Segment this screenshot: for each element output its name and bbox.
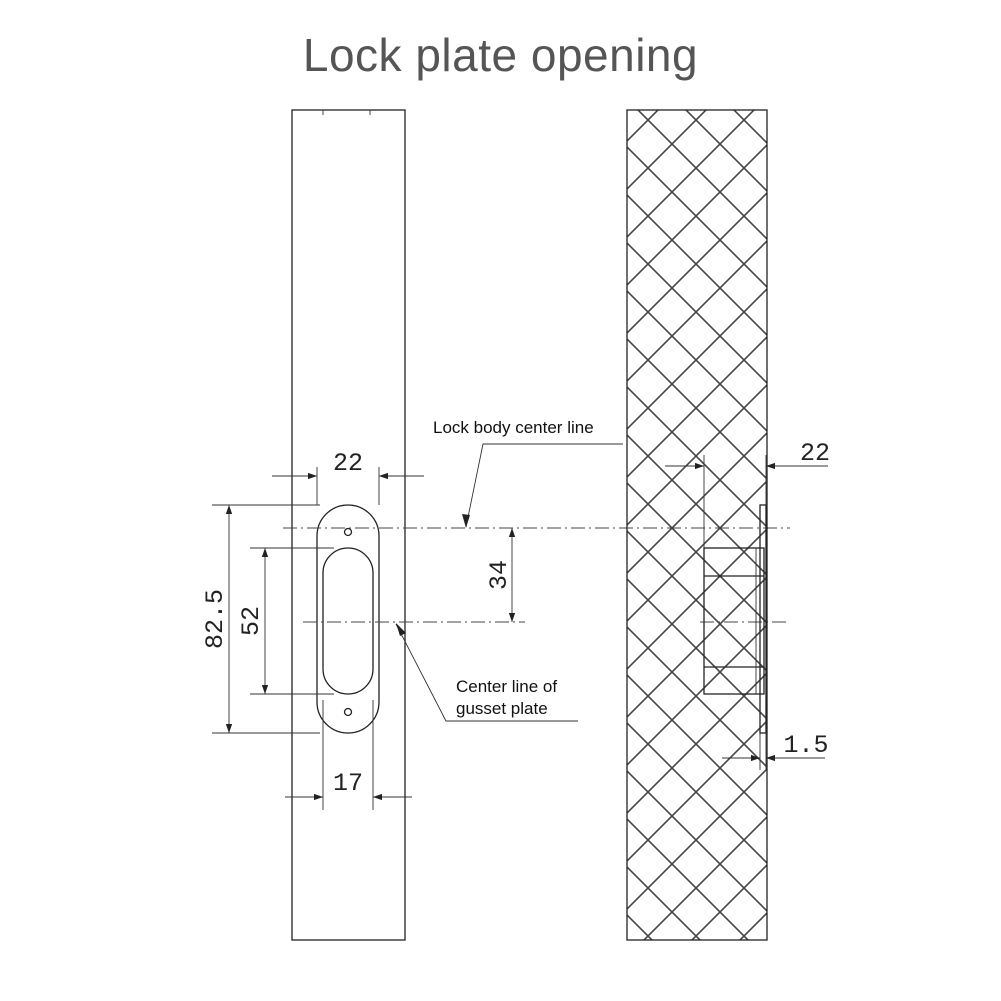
lock-body-center-line-label: Lock body center line [433,418,594,437]
dim-lock-depth: 22 [665,439,830,548]
strike-plate [316,504,380,734]
dim-22-label: 22 [333,449,363,478]
gusset-label-line-1: Center line of [456,677,557,696]
dim-17-label: 17 [333,769,363,798]
dim-center-offset: 34 [485,528,516,622]
lock-body-center-line-callout: Lock body center line [433,418,623,528]
screw-hole-top [343,527,353,537]
door-frame-section-view [626,109,768,941]
dim-slot-width: 17 [285,700,412,810]
lock-box-section [703,547,765,695]
dim-1-5-label: 1.5 [783,731,828,760]
dim-overall-height: 82.5 [201,504,320,734]
strike-plate-profile [759,504,767,734]
dim-plate-width: 22 [272,449,424,505]
dim-plate-thickness: 1.5 [722,731,829,770]
dim-82-5-label: 82.5 [201,589,230,649]
dim-22-section-label: 22 [800,439,830,468]
door-edge-front-view [291,109,406,941]
dim-52-label: 52 [237,606,266,636]
gusset-label-line-2: gusset plate [456,699,548,718]
page-title: Lock plate opening [302,29,699,81]
screw-hole-bottom [343,707,353,717]
dim-34-label: 34 [485,560,514,590]
dim-slot-length: 52 [237,547,334,695]
gusset-center-line-callout: Center line of gusset plate [395,623,578,722]
